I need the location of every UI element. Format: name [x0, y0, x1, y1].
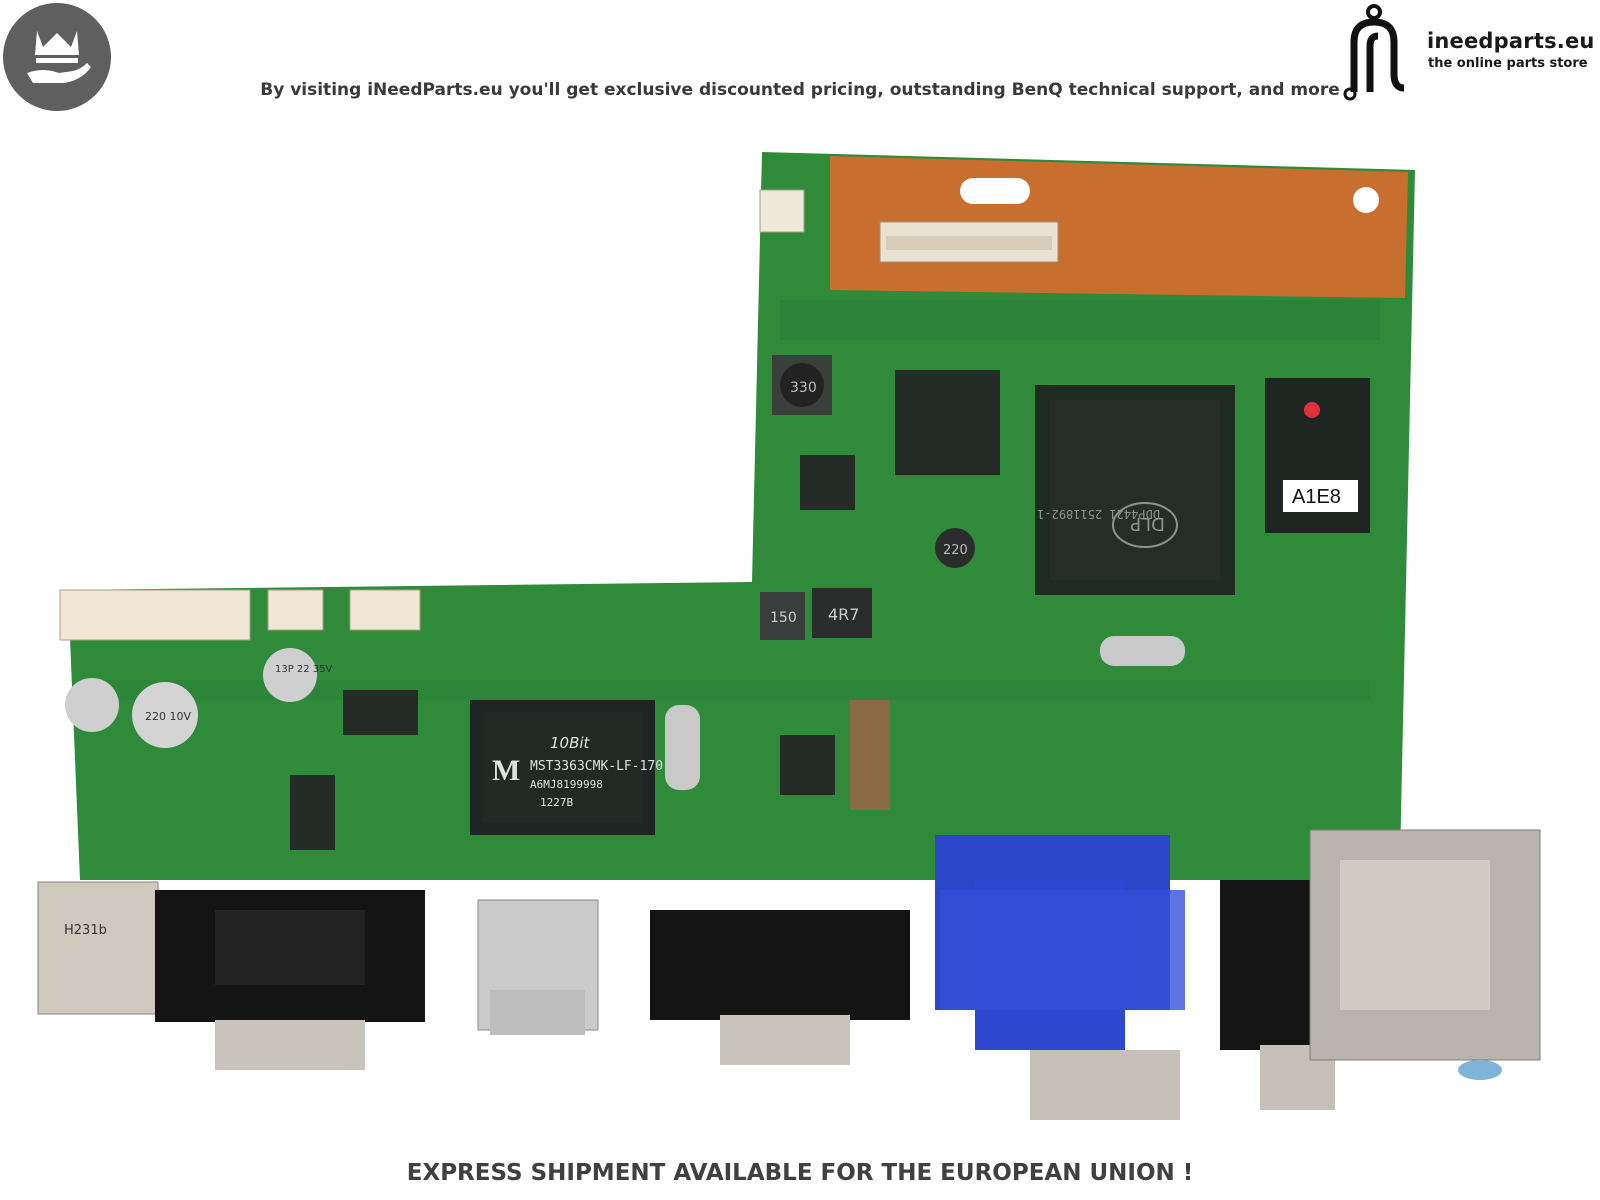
- inductor-150-label: 150: [770, 610, 797, 626]
- capacitor-1-label: 13P 22 35V: [275, 664, 333, 675]
- inductor-220: 220: [935, 528, 975, 568]
- inductor-330: 330: [772, 355, 832, 415]
- crown-hand-icon: [27, 31, 91, 83]
- mstar-chip: 10Bit MST3363CMK-LF-170 A6MJ8199998 1227…: [470, 700, 663, 835]
- dlp-chip-text: DDP4421 2511892-1: [1037, 507, 1160, 521]
- dlp-logo-text: DLP: [1130, 513, 1165, 534]
- inductor-4r7-label: 4R7: [828, 605, 859, 624]
- crown-logo: [3, 3, 111, 111]
- capacitor-1: 13P 22 35V: [65, 648, 333, 732]
- port-label: H231b: [64, 923, 107, 938]
- mstar-chip-date: 1227B: [540, 796, 573, 809]
- ethernet-port: H231b: [37, 881, 159, 1015]
- ineedparts-logo: ineedparts.eu the online parts store: [1340, 2, 1595, 102]
- serial-port: [155, 890, 425, 1070]
- usb-port: [1309, 829, 1541, 1080]
- vga-port-blue: [935, 835, 1185, 1120]
- capacitor-2: 220 10V: [132, 682, 198, 748]
- dlp-chip: DDP4421 2511892-1 DLP: [1035, 385, 1235, 595]
- mstar-chip-brand: 10Bit: [550, 734, 591, 752]
- hdmi-port: [477, 899, 599, 1035]
- capacitor-2-label: 220 10V: [145, 710, 191, 723]
- sticker-label: A1E8: [1292, 486, 1341, 508]
- inductor-150: 150: [760, 592, 805, 640]
- inductor-4r7: 4R7: [812, 588, 872, 638]
- inductor-220-label: 220: [943, 543, 968, 558]
- shipping-footer: EXPRESS SHIPMENT AVAILABLE FOR THE EUROP…: [406, 1160, 1194, 1186]
- vga-port-black: [650, 910, 910, 1065]
- inductor-330-label: 330: [790, 380, 817, 396]
- logo-name: ineedparts.eu: [1427, 29, 1595, 53]
- svg-text:M: M: [492, 754, 520, 787]
- plug-icon: [1343, 4, 1405, 101]
- mstar-chip-code: A6MJ8199998: [530, 778, 603, 791]
- tagline: By visiting iNeedParts.eu you'll get exc…: [260, 80, 1340, 100]
- mstar-chip-model: MST3363CMK-LF-170: [530, 759, 663, 774]
- logo-subtitle: the online parts store: [1428, 56, 1588, 71]
- a1e8-sticker: [1283, 480, 1358, 512]
